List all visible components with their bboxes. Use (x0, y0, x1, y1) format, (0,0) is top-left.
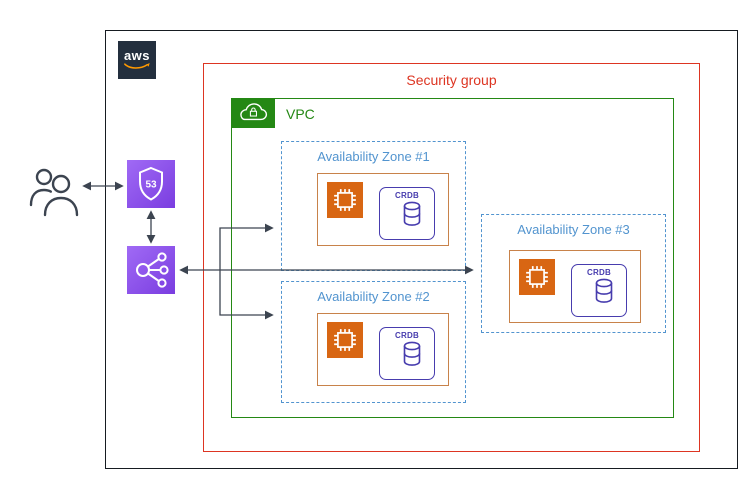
database-cylinder-icon (595, 278, 613, 303)
cloud-lock-icon (240, 103, 268, 121)
instance-group-3: CRDB (509, 250, 641, 323)
security-group-label: Security group (406, 72, 497, 88)
ec2-chip-icon (327, 322, 363, 358)
ec2-chip-icon (327, 182, 363, 218)
availability-zone-1: Availability Zone #1 CRDB (281, 141, 466, 271)
crdb-label: CRDB (395, 191, 419, 200)
chip-glyph (526, 266, 548, 288)
vpc-boundary: VPC Availability Zone #1 (231, 98, 674, 418)
instance-group-1: CRDB (317, 173, 449, 246)
crdb-label: CRDB (395, 331, 419, 340)
crdb-node: CRDB (571, 264, 627, 317)
route53-node: 53 (127, 160, 175, 208)
route53-shield-icon: 53 (139, 166, 163, 201)
route53-number: 53 (145, 180, 157, 191)
instance-group-2: CRDB (317, 313, 449, 386)
aws-logo-text: aws (123, 47, 151, 63)
availability-zone-3: Availability Zone #3 CRDB (481, 214, 666, 333)
availability-zone-3-label: Availability Zone #3 (517, 222, 630, 237)
aws-cloud-boundary: aws Security group VPC (105, 30, 738, 469)
database-cylinder-icon (403, 201, 421, 226)
crdb-node: CRDB (379, 327, 435, 380)
chip-glyph (334, 189, 356, 211)
vpc-label: VPC (286, 106, 315, 122)
security-group-boundary: Security group VPC Availability Zone #1 (203, 63, 700, 452)
crdb-label: CRDB (587, 268, 611, 277)
availability-zone-2: Availability Zone #2 CRDB (281, 281, 466, 403)
load-balancer-icon (136, 252, 169, 288)
database-cylinder-icon (403, 341, 421, 366)
aws-smile-icon (124, 62, 150, 69)
availability-zone-2-label: Availability Zone #2 (317, 289, 430, 304)
ec2-chip-icon (519, 259, 555, 295)
vpc-cloud-icon (231, 98, 275, 128)
users-icon (29, 168, 79, 217)
load-balancer-node (127, 246, 175, 294)
crdb-node: CRDB (379, 187, 435, 240)
aws-logo: aws (118, 41, 156, 79)
availability-zone-1-label: Availability Zone #1 (317, 149, 430, 164)
chip-glyph (334, 329, 356, 351)
